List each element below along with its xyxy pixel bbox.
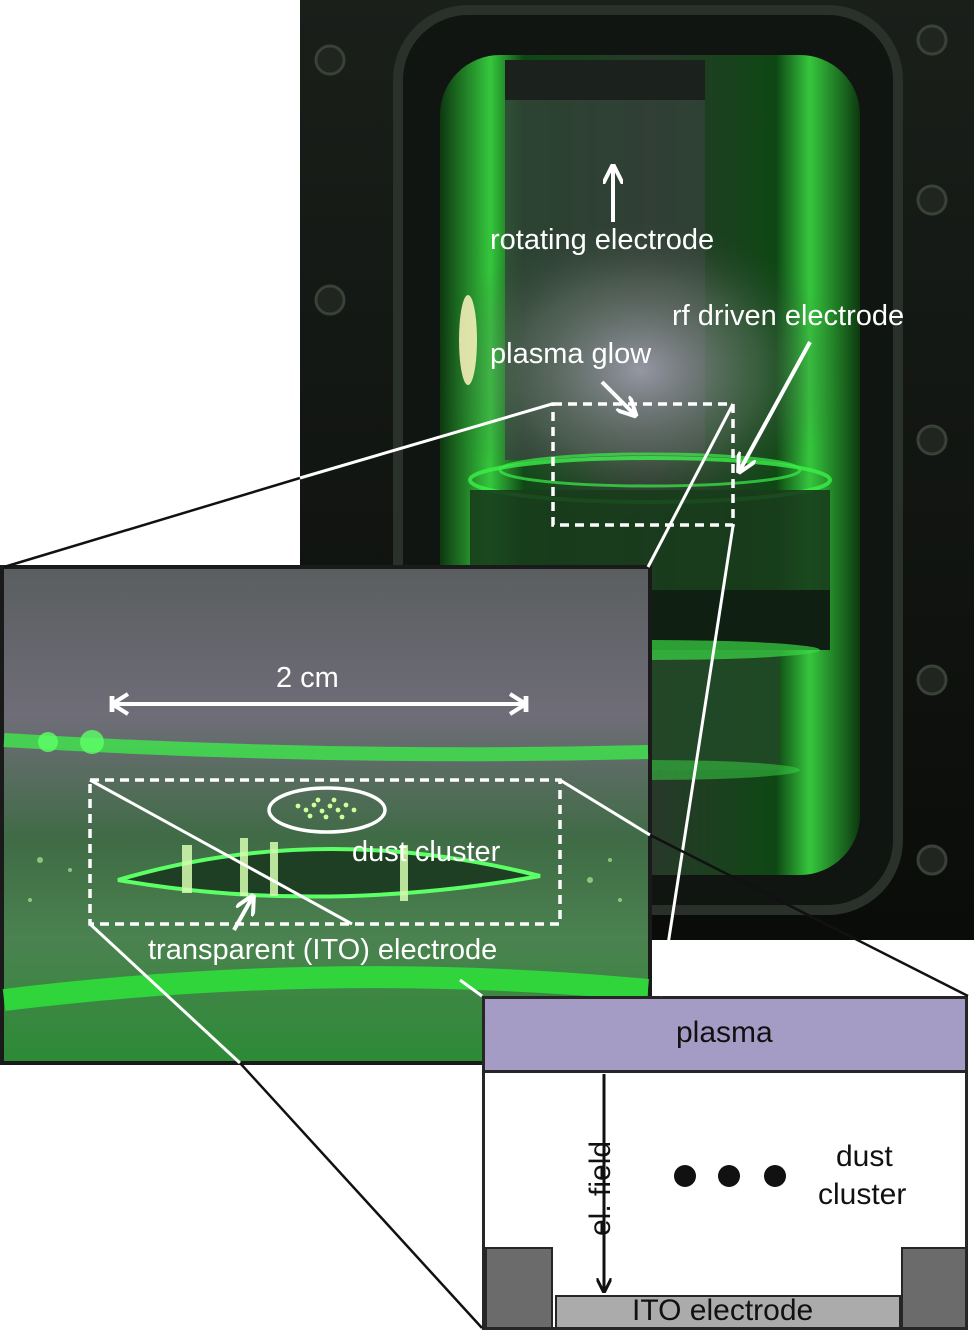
label-schematic-ito: ITO electrode bbox=[632, 1294, 814, 1327]
dust-particle bbox=[718, 1165, 740, 1187]
label-schematic-plasma: plasma bbox=[676, 1016, 773, 1049]
label-schematic-cluster: cluster bbox=[818, 1178, 907, 1211]
schematic-right-electrode-block bbox=[901, 1247, 965, 1327]
label-transparent-electrode: transparent (ITO) electrode bbox=[148, 934, 498, 966]
schematic-plasma-region bbox=[485, 999, 965, 1073]
schematic-ito-electrode bbox=[555, 1295, 901, 1327]
label-rf-driven-electrode: rf driven electrode bbox=[672, 300, 905, 332]
label-scale-bar: 2 cm bbox=[276, 662, 339, 694]
dust-particles-photo bbox=[295, 797, 357, 820]
schematic-left-electrode-block bbox=[485, 1247, 553, 1327]
schematic-diagram bbox=[482, 996, 968, 1330]
label-rotating-electrode: rotating electrode bbox=[490, 224, 715, 256]
label-dust-cluster-photo: dust cluster bbox=[352, 836, 501, 868]
label-schematic-field: el. field bbox=[584, 1140, 617, 1236]
label-plasma-glow: plasma glow bbox=[490, 338, 652, 370]
dust-particle bbox=[674, 1165, 696, 1187]
dust-particle bbox=[764, 1165, 786, 1187]
label-schematic-dust: dust bbox=[836, 1140, 893, 1173]
